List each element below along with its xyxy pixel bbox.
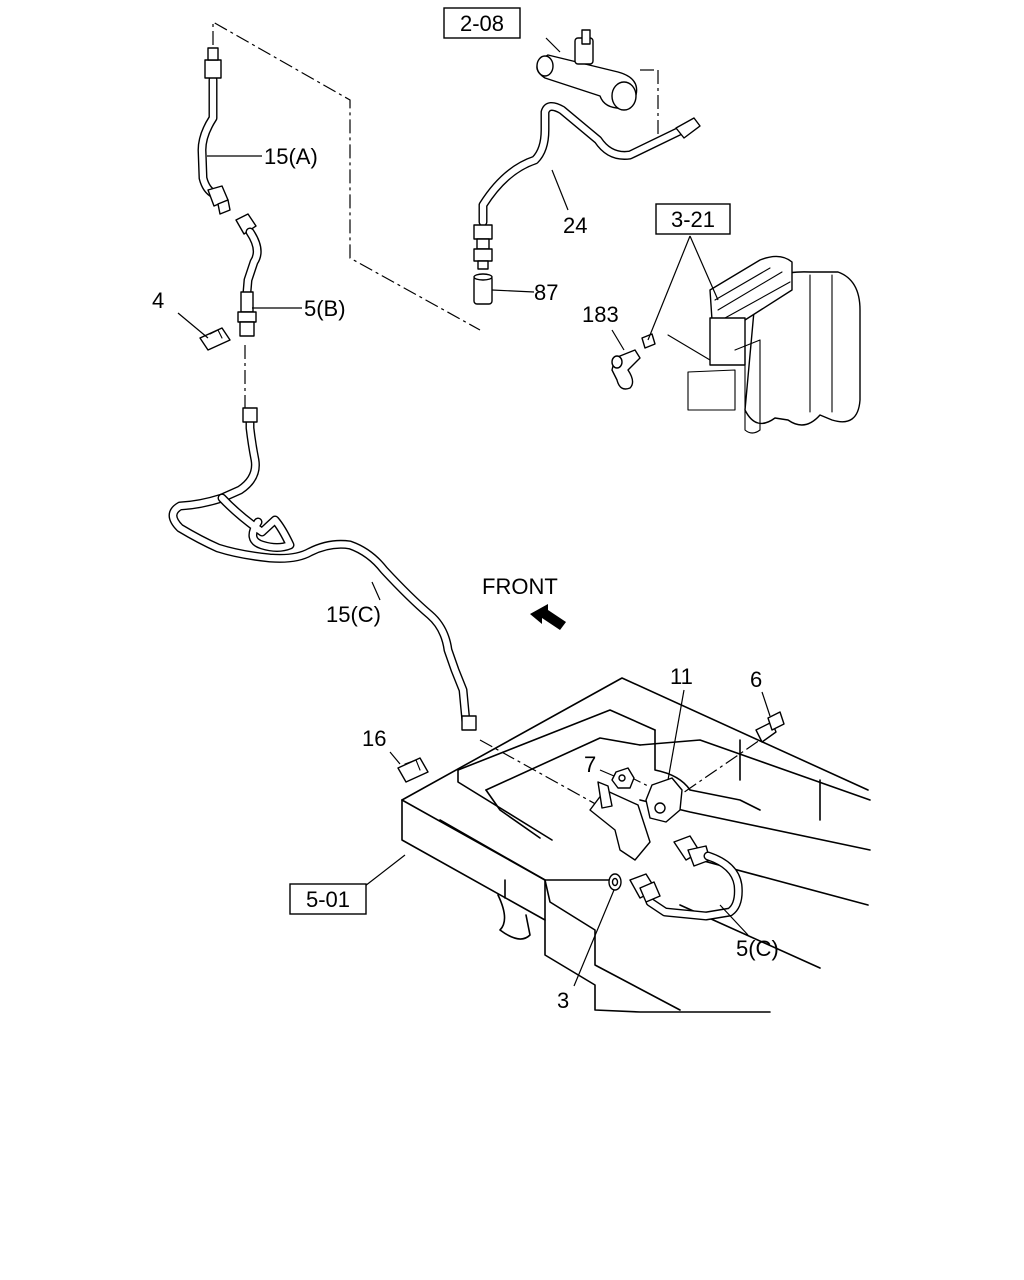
label-15a: 15(A) bbox=[264, 144, 318, 169]
label-183: 183 bbox=[582, 302, 619, 327]
master-cylinder bbox=[536, 29, 638, 111]
leader-lines bbox=[177, 37, 771, 987]
part-183 bbox=[611, 333, 656, 390]
bolt-6 bbox=[755, 711, 785, 743]
connection-lines bbox=[212, 20, 761, 813]
label-7: 7 bbox=[584, 752, 596, 777]
chassis-frame bbox=[401, 677, 871, 1013]
front-label: FRONT bbox=[482, 574, 558, 599]
ref-box-2-08[interactable]: 2-08 bbox=[443, 7, 521, 39]
label-87: 87 bbox=[534, 280, 558, 305]
pipe-15a bbox=[197, 47, 231, 215]
bracket-11 bbox=[589, 777, 683, 861]
ref-box-3-21[interactable]: 3-21 bbox=[655, 203, 731, 235]
reservoir-unit bbox=[667, 255, 861, 434]
nut-7 bbox=[611, 767, 635, 789]
part-87 bbox=[473, 273, 493, 305]
ref-label-5-01: 5-01 bbox=[306, 887, 350, 912]
label-5b: 5(B) bbox=[304, 296, 346, 321]
ref-label-2-08: 2-08 bbox=[460, 11, 504, 36]
pipe-24 bbox=[473, 102, 701, 270]
label-5c: 5(C) bbox=[736, 936, 779, 961]
ref-label-3-21: 3-21 bbox=[671, 207, 715, 232]
clip-4 bbox=[199, 327, 231, 351]
label-11: 11 bbox=[670, 664, 693, 689]
label-6: 6 bbox=[750, 667, 762, 692]
label-15c: 15(C) bbox=[326, 602, 381, 627]
pipe-15c bbox=[168, 407, 477, 731]
label-4: 4 bbox=[152, 288, 164, 313]
front-arrow-icon bbox=[530, 604, 566, 630]
ref-box-5-01[interactable]: 5-01 bbox=[289, 883, 367, 915]
hose-5b bbox=[235, 213, 262, 337]
label-16: 16 bbox=[362, 726, 386, 751]
hose-5c bbox=[629, 835, 743, 921]
label-24: 24 bbox=[563, 213, 587, 238]
label-3: 3 bbox=[557, 988, 569, 1013]
washer-3 bbox=[608, 873, 622, 891]
clip-16 bbox=[397, 757, 429, 783]
